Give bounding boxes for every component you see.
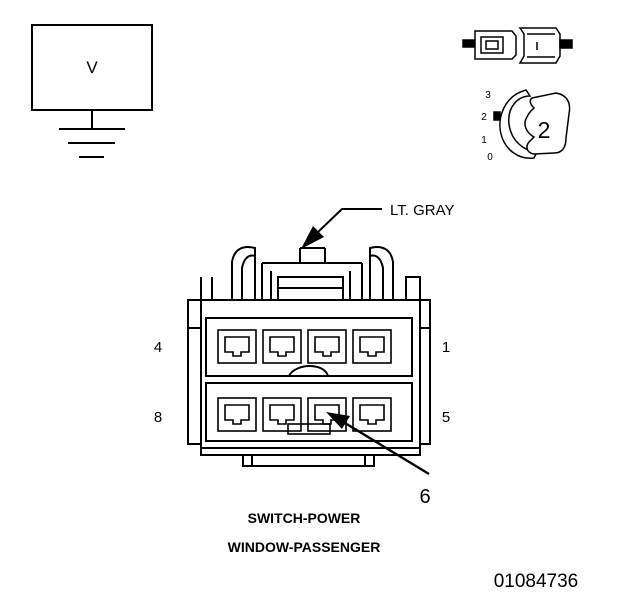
ignition-switch-icon: [493, 89, 571, 159]
color-label-arrow: [301, 208, 382, 249]
key-selected-position: 2: [538, 117, 551, 143]
voltmeter-label: V: [86, 58, 98, 77]
terminal-cavity: [262, 397, 302, 432]
figure-id: 01084736: [494, 571, 579, 592]
terminal-cavity: [307, 397, 347, 432]
caption-line-2: WINDOW-PASSENGER: [228, 539, 381, 555]
terminal-row-bottom: [217, 397, 392, 435]
terminal-cavity: [217, 329, 257, 364]
terminal-cavity: [307, 329, 347, 364]
pin-label-bottom-right: 5: [442, 409, 450, 426]
terminal-cavity: [352, 397, 392, 432]
caption-line-1: SWITCH-POWER: [248, 510, 361, 526]
key-position-1: 1: [481, 135, 487, 146]
terminal-cavity: [217, 397, 257, 432]
pin-pointer-arrow: [326, 412, 430, 476]
terminal-row-top: [217, 329, 392, 364]
key-position-3: 3: [485, 90, 491, 101]
terminal-cavity: [352, 329, 392, 364]
voltmeter-symbol: [31, 24, 153, 158]
pin-label-bottom-left: 8: [154, 409, 162, 426]
key-position-0: 0: [487, 152, 493, 163]
pin-label-top-right: 1: [442, 339, 450, 356]
pointer-pin-label: 6: [419, 486, 430, 508]
connector-face: [187, 246, 431, 467]
key-position-2: 2: [481, 112, 487, 123]
connector-color-label: LT. GRAY: [390, 202, 454, 219]
terminal-cavity: [262, 329, 302, 364]
pin-label-top-left: 4: [154, 339, 162, 356]
connector-side-icon: [462, 27, 573, 64]
